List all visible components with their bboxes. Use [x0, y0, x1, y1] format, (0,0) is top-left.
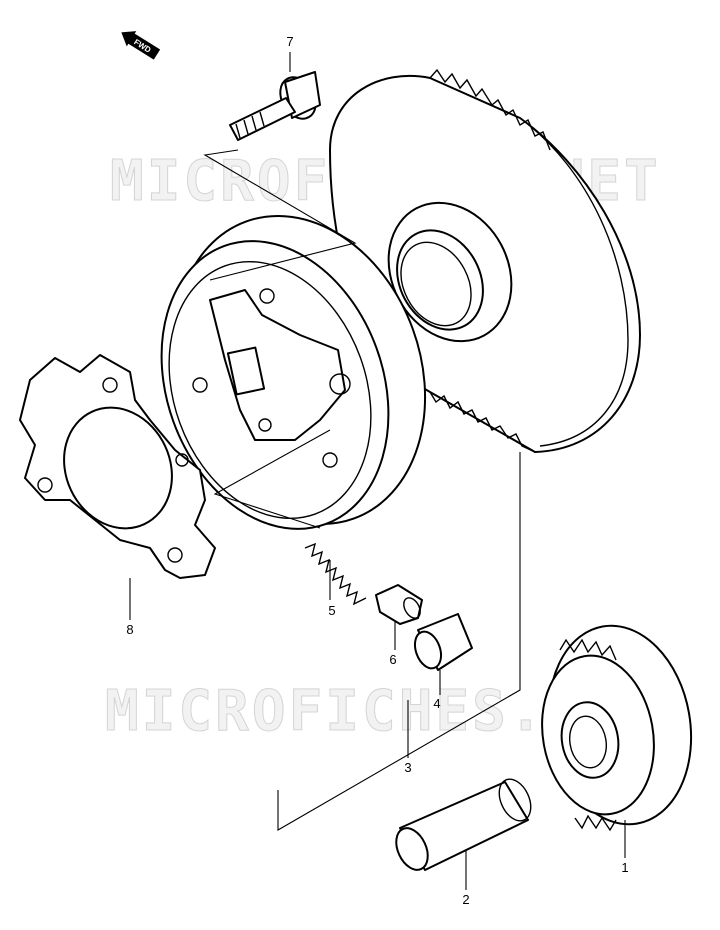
clutch-housing [160, 214, 427, 530]
callout-1: 1 [621, 860, 628, 875]
callout-6: 6 [389, 652, 396, 667]
callout-3: 3 [404, 760, 411, 775]
plate [19, 354, 216, 579]
shaft [395, 778, 532, 871]
driven-gear [541, 624, 693, 832]
callout-4: 4 [433, 696, 440, 711]
fwd-arrow-icon: FWD [121, 31, 161, 60]
callout-7: 7 [286, 34, 293, 49]
leader-lines [129, 52, 626, 890]
bearing-ring [387, 201, 513, 343]
roller [413, 613, 473, 671]
pusher [375, 584, 423, 625]
callout-5: 5 [328, 603, 335, 618]
spring [304, 542, 367, 606]
bolt [229, 71, 321, 141]
callout-2: 2 [462, 892, 469, 907]
callout-8: 8 [126, 622, 133, 637]
